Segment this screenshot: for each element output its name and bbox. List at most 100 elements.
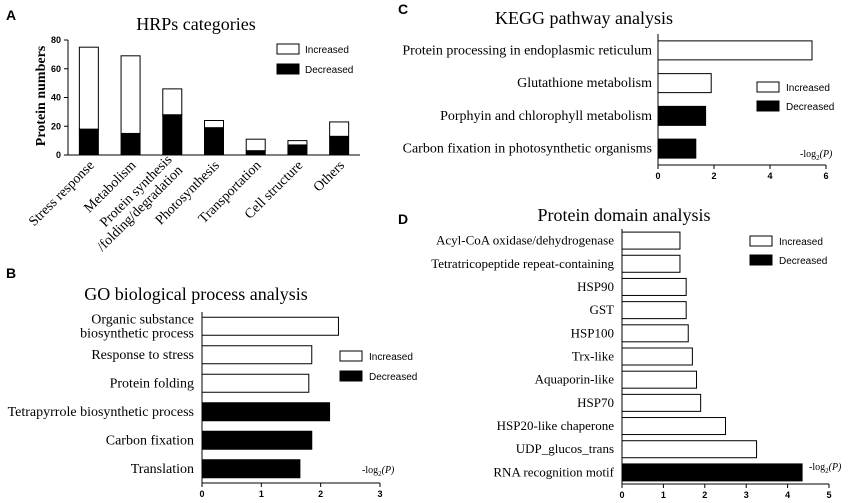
x-tick-label-c: 0 <box>655 171 660 181</box>
bar-porphyin-and-chlorophyll-metabolism <box>657 105 707 126</box>
y-tick-label-b: Protein folding <box>110 376 194 391</box>
y-tick-label-c: Porphyin and chlorophyll metabolism <box>440 109 652 124</box>
y-tick-label-c: Carbon fixation in photosynthetic organi… <box>403 142 652 157</box>
y-tick-label-line-c: Glutathione metabolism <box>517 76 652 91</box>
y-tick-label-d: HSP90 <box>577 279 614 294</box>
bar-increased-protein-synthesis-folding-degradation <box>162 88 183 116</box>
y-tick-label-line-d: Trx-like <box>572 349 614 364</box>
legend-label-decreased-d: Decreased <box>779 256 827 267</box>
bars-a <box>78 46 350 156</box>
category-labels-c: Protein processing in endoplasmic reticu… <box>402 43 652 156</box>
bar-decreased-photosynthesis <box>204 127 224 156</box>
y-tick-label-b: Tetrapyrrole biosynthetic process <box>8 405 194 420</box>
bar-response-to-stress <box>201 345 313 365</box>
legend-b: Increased Decreased <box>339 350 417 383</box>
y-tick-label-b: Response to stress <box>91 348 194 363</box>
y-tick-label-d: HSP20-like chaperone <box>497 418 615 433</box>
x-tick-label-line-a: Stress response <box>26 158 97 229</box>
bar-decreased-protein-synthesis-folding-degradation <box>162 114 183 156</box>
bar-tetrapyrrole-biosynthetic-process <box>201 402 331 422</box>
y-tick-label-d: Aquaporin-like <box>535 372 615 387</box>
y-tick-label-line-d: GST <box>589 302 614 317</box>
bar-increased-transportation <box>245 138 266 152</box>
legend-label-decreased-c: Decreased <box>786 102 834 113</box>
y-tick-label-line-d: HSP70 <box>577 395 614 410</box>
y-tick-label-line-b: Response to stress <box>91 348 194 363</box>
x-tick-label-a: Stress response <box>26 158 97 229</box>
bars-b <box>201 316 339 479</box>
bar-increased-photosynthesis <box>204 120 224 129</box>
y-tick-label-d: UDP_glucos_trans <box>516 441 614 456</box>
x-axis-label-d-sub: 2 <box>825 467 829 475</box>
chart-title-a: HRPs categories <box>136 14 255 34</box>
x-axis-label-c-sub: 2 <box>816 154 820 162</box>
x-axis-label-b: -log2(P) <box>362 465 395 478</box>
bar-increased-cell-structure <box>287 140 308 146</box>
y-tick-label-a: 80 <box>51 35 61 45</box>
y-tick-label-d: RNA recognition motif <box>493 464 614 479</box>
y-tick-label-line-d: Tetratricopeptide repeat-containing <box>431 256 614 271</box>
legend-swatch-decreased-a <box>276 63 300 75</box>
x-tick-label-c: 2 <box>711 171 716 181</box>
bar-hsp90 <box>621 277 687 296</box>
x-tick-label-b: 1 <box>259 489 264 499</box>
legend-swatch-increased-b <box>339 350 363 362</box>
bar-decreased-transportation <box>245 150 266 156</box>
panel-a: A HRPs categories Protein numbers 020406… <box>6 7 360 255</box>
bar-decreased-stress-response <box>78 128 99 156</box>
y-tick-label-d: HSP70 <box>577 395 614 410</box>
bar-decreased-metabolism <box>120 132 141 156</box>
legend-label-increased-b: Increased <box>369 352 413 363</box>
y-tick-label-line-c: Protein processing in endoplasmic reticu… <box>402 43 652 58</box>
bar-decreased-others <box>329 135 350 156</box>
bar-translation <box>201 459 301 479</box>
x-axis-label-b-prefix: -log <box>362 465 378 476</box>
legend-d: Increased Decreased <box>749 235 827 267</box>
x-axis-label-c: -log2(P) <box>800 149 833 162</box>
y-tick-label-c: Protein processing in endoplasmic reticu… <box>402 43 652 58</box>
y-tick-label-line-d: Acyl-CoA oxidase/dehydrogenase <box>436 233 614 248</box>
y-tick-label-d: Trx-like <box>572 349 614 364</box>
legend-swatch-decreased-c <box>756 100 780 112</box>
x-tick-label-b: 2 <box>318 489 323 499</box>
panel-label-b: B <box>6 265 16 281</box>
y-tick-label-b: Translation <box>131 462 194 477</box>
bar-decreased-cell-structure <box>287 144 308 156</box>
y-tick-label-line-c: Porphyin and chlorophyll metabolism <box>440 109 652 124</box>
x-tick-label-c: 6 <box>823 171 828 181</box>
legend-swatch-increased-c <box>756 81 780 93</box>
legend-swatch-decreased-d <box>749 254 773 266</box>
x-tick-label-d: 3 <box>744 490 749 500</box>
panel-label-c: C <box>398 1 408 17</box>
x-axis-label-b-suffix: (P) <box>382 465 395 476</box>
bar-hsp20-like-chaperone <box>621 417 726 436</box>
legend-label-increased-d: Increased <box>779 237 823 248</box>
bar-carbon-fixation <box>201 430 313 450</box>
x-axis-label-d-suffix: (P) <box>829 462 842 473</box>
x-axis-label-c-suffix: (P) <box>820 149 833 160</box>
x-tick-label-line-a: Others <box>311 158 348 195</box>
bar-protein-folding <box>201 373 310 393</box>
category-labels-d: Acyl-CoA oxidase/dehydrogenaseTetratrico… <box>431 233 614 480</box>
bar-increased-stress-response <box>78 46 99 130</box>
bar-protein-processing-in-endoplasmic-reticulum <box>657 40 813 61</box>
y-tick-label-line-d: Aquaporin-like <box>535 372 615 387</box>
bar-trx-like <box>621 347 693 366</box>
bars-d <box>621 231 803 482</box>
y-tick-label-line-b: biosynthetic process <box>80 326 194 341</box>
legend-label-increased-c: Increased <box>786 83 830 94</box>
x-tick-label-d: 2 <box>702 490 707 500</box>
bar-rna-recognition-motif <box>621 463 803 482</box>
y-tick-label-line-d: HSP20-like chaperone <box>497 418 615 433</box>
bar-aquaporin-like <box>621 370 698 389</box>
y-tick-label-a: 0 <box>56 150 61 160</box>
y-tick-label-line-d: RNA recognition motif <box>493 464 614 479</box>
x-tick-label-b: 0 <box>199 489 204 499</box>
x-tick-label-d: 4 <box>785 490 790 500</box>
bar-glutathione-metabolism <box>657 73 712 94</box>
